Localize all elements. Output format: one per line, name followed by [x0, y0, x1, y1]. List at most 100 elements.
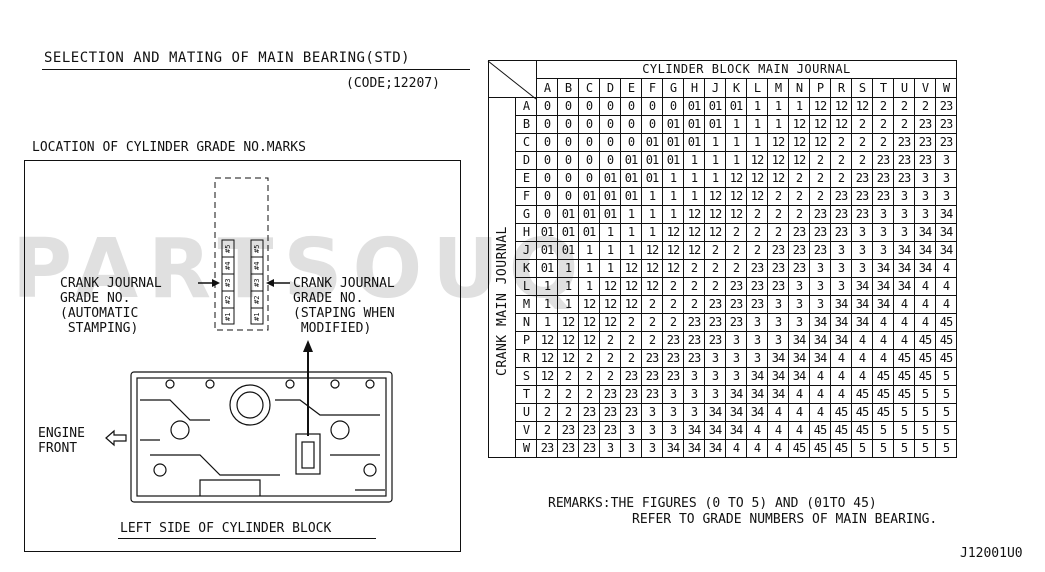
table-cell: 12 [578, 331, 600, 350]
table-cell: 23 [557, 439, 579, 458]
table-cell: 5 [914, 421, 936, 440]
table-cell: 23 [788, 223, 810, 242]
table-cell: 0 [536, 97, 558, 116]
table-cell: 2 [830, 151, 852, 170]
table-cell: 4 [851, 331, 873, 350]
table-cell: 2 [767, 205, 789, 224]
table-cell: 01 [578, 205, 600, 224]
stamp-labels-left: #1 #2 #3 #4 #5 [223, 240, 233, 324]
table-cell: 1 [599, 259, 621, 278]
cylinder-header: CYLINDER BLOCK MAIN JOURNAL [536, 60, 957, 79]
table-cell: 0 [536, 115, 558, 134]
cylinder-block-panel [24, 160, 461, 552]
table-cell: 12 [662, 223, 684, 242]
table-cell: 34 [872, 259, 894, 278]
table-cell: 12 [641, 277, 663, 296]
table-cell: 12 [725, 169, 747, 188]
table-cell: 3 [725, 349, 747, 368]
table-cell: 34 [767, 367, 789, 386]
table-cell: 34 [725, 403, 747, 422]
table-cell: 01 [704, 115, 726, 134]
table-cell: 23 [788, 259, 810, 278]
table-cell: 23 [557, 421, 579, 440]
row-header: M [515, 295, 537, 314]
table-cell: 23 [704, 331, 726, 350]
table-cell: 12 [578, 295, 600, 314]
table-cell: 12 [536, 349, 558, 368]
table-cell: 34 [767, 349, 789, 368]
table-cell: 12 [725, 187, 747, 206]
table-cell: 0 [641, 115, 663, 134]
table-cell: 12 [641, 241, 663, 260]
table-cell: 34 [830, 295, 852, 314]
table-cell: 34 [704, 421, 726, 440]
table-cell: 3 [914, 187, 936, 206]
table-cell: 3 [620, 439, 642, 458]
table-cell: 0 [662, 97, 684, 116]
column-header: C [578, 78, 600, 98]
table-cell: 34 [746, 367, 768, 386]
table-cell: 23 [914, 133, 936, 152]
table-cell: 3 [914, 205, 936, 224]
table-cell: 4 [872, 331, 894, 350]
table-cell: 01 [557, 205, 579, 224]
table-cell: 34 [914, 223, 936, 242]
table-cell: 12 [578, 313, 600, 332]
row-header: V [515, 421, 537, 440]
column-header: T [872, 78, 894, 98]
table-cell: 45 [914, 349, 936, 368]
row-header: C [515, 133, 537, 152]
row-header: W [515, 439, 537, 458]
row-header: T [515, 385, 537, 404]
column-header: N [788, 78, 810, 98]
table-cell: 12 [599, 277, 621, 296]
stamp-label: #4 [224, 261, 232, 270]
table-cell: 12 [662, 259, 684, 278]
table-cell: 1 [683, 169, 705, 188]
table-cell: 1 [578, 259, 600, 278]
table-cell: 2 [725, 241, 747, 260]
table-cell: 2 [872, 115, 894, 134]
table-cell: 34 [914, 259, 936, 278]
column-header: W [935, 78, 957, 98]
column-header: G [662, 78, 684, 98]
table-cell: 2 [746, 205, 768, 224]
table-cell: 23 [725, 295, 747, 314]
table-cell: 2 [683, 259, 705, 278]
engine-front-line: FRONT [38, 441, 78, 456]
engine-front-label: ENGINE FRONT [38, 426, 85, 456]
table-cell: 0 [536, 205, 558, 224]
table-cell: 01 [620, 151, 642, 170]
table-cell: 34 [725, 385, 747, 404]
table-cell: 34 [788, 331, 810, 350]
table-cell: 34 [914, 241, 936, 260]
table-cell: 2 [746, 241, 768, 260]
table-cell: 3 [872, 223, 894, 242]
table-cell: 4 [935, 295, 957, 314]
table-cell: 12 [746, 169, 768, 188]
table-cell: 2 [725, 259, 747, 278]
table-cell: 12 [809, 97, 831, 116]
table-cell: 3 [809, 277, 831, 296]
table-cell: 1 [683, 187, 705, 206]
table-cell: 2 [662, 313, 684, 332]
table-cell: 3 [893, 187, 915, 206]
table-cell: 45 [872, 403, 894, 422]
table-cell: 1 [599, 223, 621, 242]
table-cell: 1 [725, 151, 747, 170]
table-cell: 4 [893, 331, 915, 350]
row-header: L [515, 277, 537, 296]
table-cell: 3 [641, 403, 663, 422]
column-header: D [599, 78, 621, 98]
table-cell: 23 [662, 367, 684, 386]
table-cell: 0 [557, 133, 579, 152]
table-cell: 12 [557, 349, 579, 368]
table-cell: 0 [578, 115, 600, 134]
table-cell: 01 [620, 169, 642, 188]
table-cell: 2 [788, 169, 810, 188]
row-header: A [515, 97, 537, 116]
